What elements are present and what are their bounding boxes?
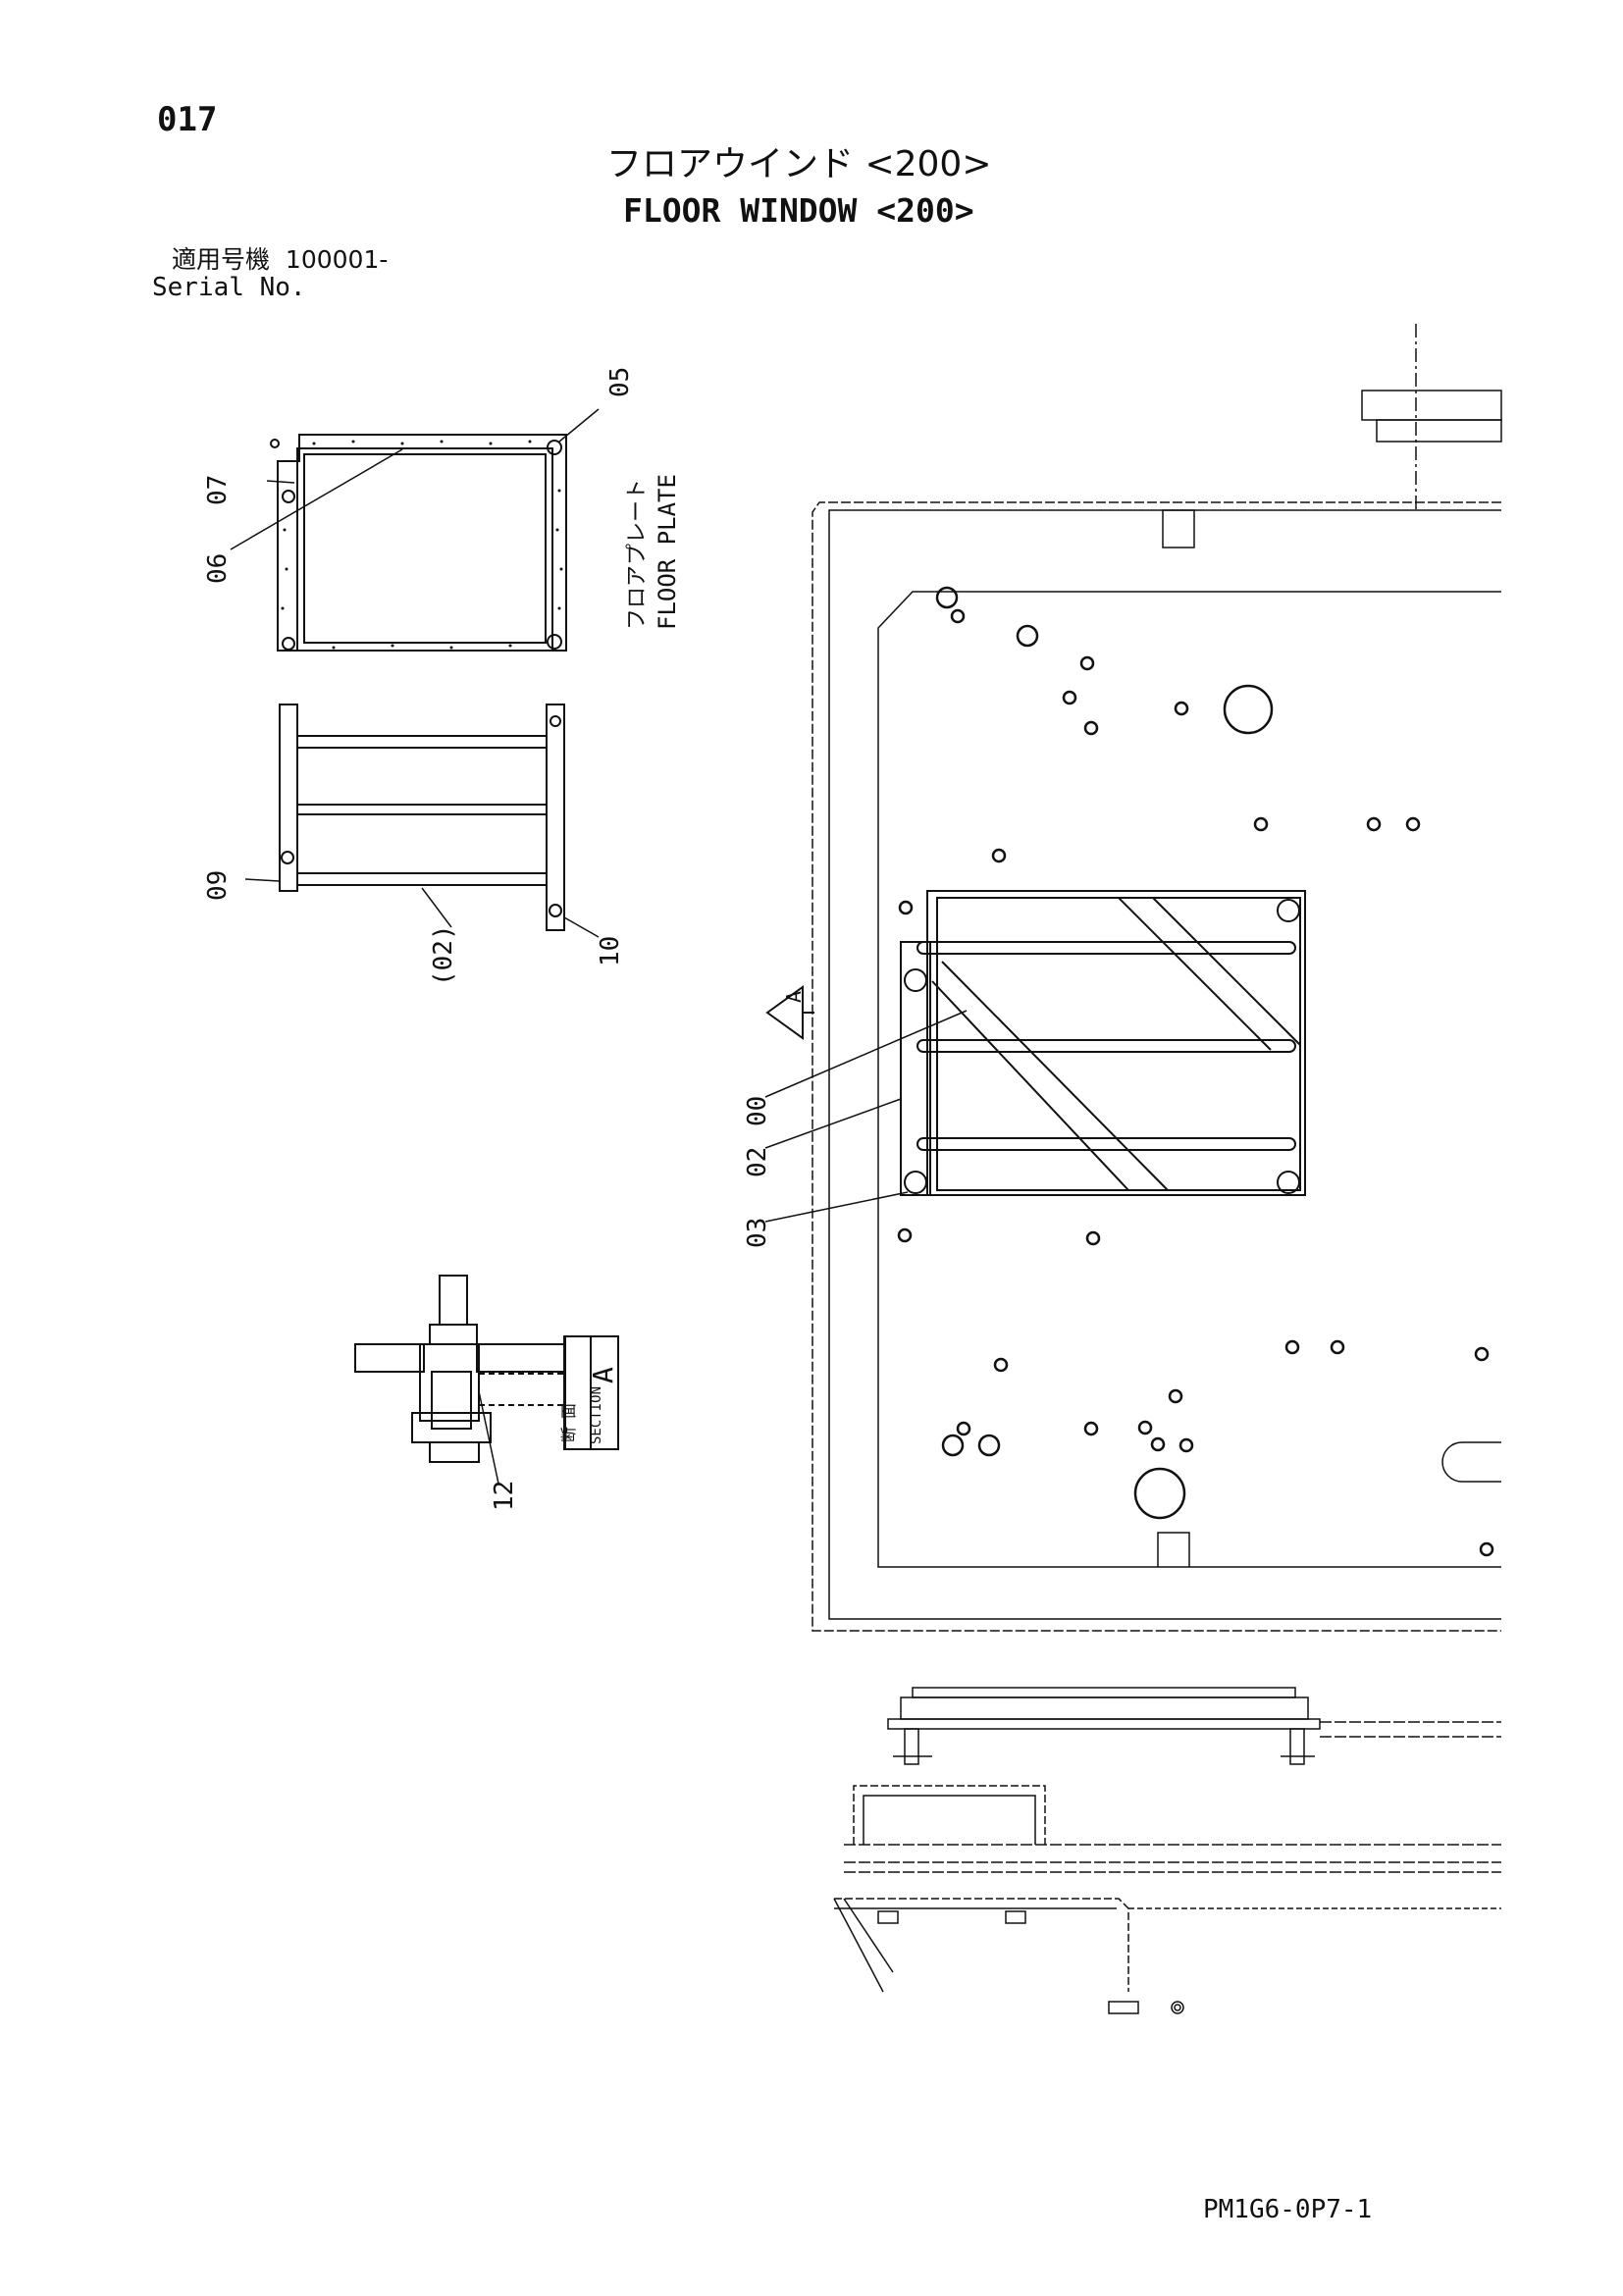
floor-plate-holes [897, 586, 1494, 1557]
section-ja-1: 断 [559, 1427, 578, 1442]
page-number: 017 [157, 100, 218, 139]
callout-06: 06 [203, 553, 233, 584]
floor-plate-label-ja: フロアプレート [625, 479, 650, 630]
floor-plate-plan [812, 324, 1502, 1632]
frame-side-view [279, 704, 565, 931]
view-marker-letter: A [782, 991, 806, 1003]
side-elevation [833, 1687, 1501, 2014]
floor-window-installed [900, 890, 1306, 1196]
frame-plan-view [270, 434, 567, 652]
callout-02: 02 [743, 1147, 772, 1177]
view-arrow-a [765, 985, 814, 1040]
title-english: FLOOR WINDOW <200> [623, 191, 974, 230]
callout-05: 05 [605, 367, 635, 397]
callout-02-paren: (02) [429, 924, 458, 986]
callout-03: 03 [743, 1218, 772, 1248]
floor-plate-label: フロアプレート FLOOR PLATE [625, 474, 681, 630]
section-a-detail [354, 1275, 592, 1463]
serial-value: 100001- [285, 245, 389, 274]
serial-label-ja-text: 適用号機 [172, 245, 271, 274]
title-japanese: フロアウインド <200> [606, 144, 992, 184]
callout-00: 00 [743, 1096, 772, 1126]
section-a-label: 断 面 SECTION A [559, 1335, 619, 1450]
section-en: SECTION [589, 1386, 604, 1444]
callout-07: 07 [203, 475, 233, 505]
callout-12: 12 [490, 1481, 519, 1511]
serial-label-english: Serial No. [152, 273, 306, 302]
document-code: PM1G6-0P7-1 [1203, 2195, 1373, 2224]
section-letter: A [587, 1367, 619, 1383]
serial-label-japanese: 適用号機 100001- [172, 247, 388, 272]
callout-09: 09 [203, 870, 233, 901]
section-ja-2: 面 [559, 1403, 578, 1419]
callout-numbers: 05 07 06 09 (02) 10 00 02 03 12 [203, 367, 772, 1511]
floor-plate-label-en: FLOOR PLATE [654, 474, 681, 630]
callout-10: 10 [596, 936, 625, 966]
leader-lines [230, 408, 968, 1485]
